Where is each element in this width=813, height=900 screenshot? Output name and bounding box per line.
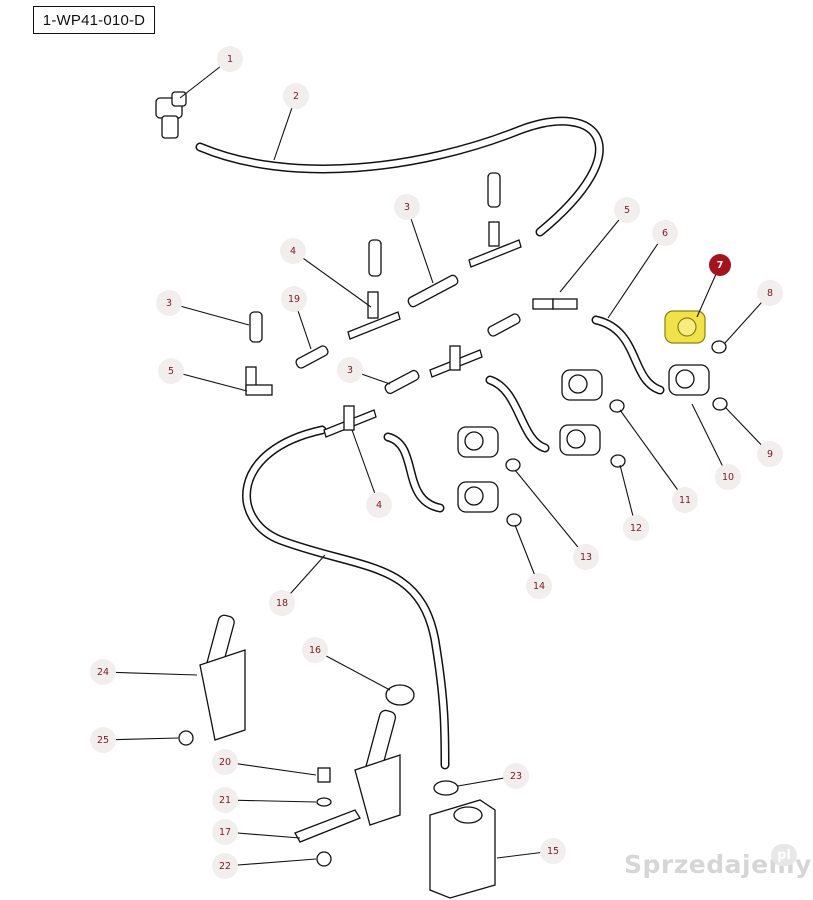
part-ref-14[interactable]: 14 bbox=[526, 573, 552, 599]
reservoir-part-15 bbox=[429, 799, 496, 899]
part-ref-3[interactable]: 3 bbox=[156, 290, 182, 316]
diagram-code-label: 1-WP41-010-D bbox=[33, 6, 155, 34]
highlighted-part-7 bbox=[664, 310, 706, 344]
part-ref-21[interactable]: 21 bbox=[212, 787, 238, 813]
part-ref-24[interactable]: 24 bbox=[90, 659, 116, 685]
part-ref-6[interactable]: 6 bbox=[652, 220, 678, 246]
part-ref-22[interactable]: 22 bbox=[212, 853, 238, 879]
short-hose-segments bbox=[249, 172, 521, 395]
part-ref-13[interactable]: 13 bbox=[573, 544, 599, 570]
part-ref-25[interactable]: 25 bbox=[90, 727, 116, 753]
elbow-connectors bbox=[155, 91, 578, 396]
clamp-part-23 bbox=[433, 780, 459, 796]
part-ref-11[interactable]: 11 bbox=[672, 487, 698, 513]
part-ref-4[interactable]: 4 bbox=[366, 492, 392, 518]
part-ref-5[interactable]: 5 bbox=[614, 197, 640, 223]
part-ref-7-selected[interactable]: 7 bbox=[709, 254, 731, 276]
hose-part-2 bbox=[195, 116, 604, 237]
pump-valves bbox=[457, 364, 710, 513]
hose-part-6 bbox=[591, 315, 665, 395]
part-ref-4[interactable]: 4 bbox=[280, 238, 306, 264]
part-ref-20[interactable]: 20 bbox=[212, 749, 238, 775]
bracket-part-24 bbox=[199, 614, 246, 741]
part-ref-3[interactable]: 3 bbox=[394, 194, 420, 220]
nut-part-25 bbox=[178, 730, 194, 746]
t-connectors bbox=[323, 221, 522, 438]
part-ref-2[interactable]: 2 bbox=[283, 83, 309, 109]
part-ref-12[interactable]: 12 bbox=[623, 515, 649, 541]
part-ref-10[interactable]: 10 bbox=[715, 464, 741, 490]
part-ref-5[interactable]: 5 bbox=[158, 358, 184, 384]
leader-lines bbox=[102, 58, 771, 867]
part-ref-1[interactable]: 1 bbox=[217, 46, 243, 72]
part-ref-16[interactable]: 16 bbox=[302, 637, 328, 663]
hose-part-18 bbox=[242, 425, 450, 770]
part-ref-19[interactable]: 19 bbox=[281, 286, 307, 312]
part-ref-23[interactable]: 23 bbox=[503, 763, 529, 789]
part-ref-15[interactable]: 15 bbox=[540, 838, 566, 864]
screws bbox=[316, 767, 332, 867]
part-ref-8[interactable]: 8 bbox=[757, 280, 783, 306]
watermark-badge: pl bbox=[771, 844, 797, 866]
cap-part-16 bbox=[385, 684, 415, 706]
part-ref-18[interactable]: 18 bbox=[269, 590, 295, 616]
part-ref-3[interactable]: 3 bbox=[337, 357, 363, 383]
valve-hoses bbox=[383, 375, 550, 513]
bracket-part-17 bbox=[294, 709, 401, 843]
part-ref-9[interactable]: 9 bbox=[757, 441, 783, 467]
part-ref-17[interactable]: 17 bbox=[212, 819, 238, 845]
seal-rings bbox=[505, 340, 728, 527]
